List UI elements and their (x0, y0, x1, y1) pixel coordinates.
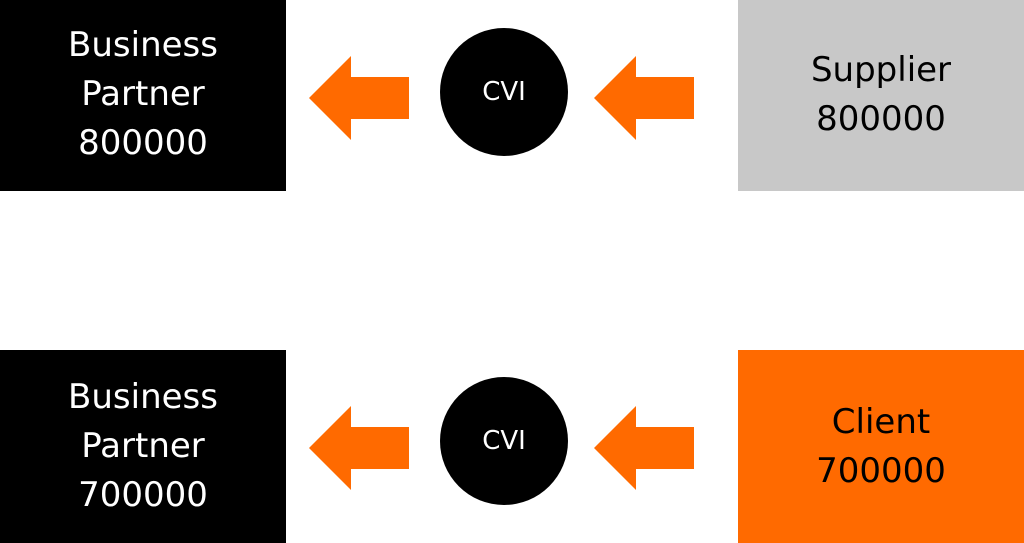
client-number: 700000 (816, 450, 946, 491)
client-label: Client (831, 401, 931, 442)
cvi-circle: CVI (440, 28, 568, 156)
business-partner-number: 800000 (78, 123, 208, 163)
arrow-left-icon (309, 56, 409, 140)
supplier-label: Supplier (810, 49, 952, 90)
supplier-number: 800000 (816, 98, 946, 139)
business-partner-box: Business Partner 700000 (0, 350, 286, 543)
arrow-left-icon (594, 56, 694, 140)
cvi-label: CVI (482, 77, 526, 107)
arrow-left-icon (594, 406, 694, 490)
business-partner-box: Business Partner 800000 (0, 0, 286, 191)
client-flow-row: Business Partner 700000 CVI Client 70000… (0, 350, 1024, 543)
cvi-label: CVI (482, 426, 526, 456)
business-partner-label-line1: Business (68, 377, 218, 417)
supplier-flow-row: Business Partner 800000 CVI Supplier 800… (0, 0, 1024, 191)
cvi-circle: CVI (440, 377, 568, 505)
business-partner-number: 700000 (78, 475, 208, 515)
business-partner-label-line2: Partner (81, 426, 205, 466)
client-box: Client 700000 (738, 350, 1024, 543)
supplier-box: Supplier 800000 (738, 0, 1024, 191)
arrow-left-icon (309, 406, 409, 490)
business-partner-label-line1: Business (68, 25, 218, 65)
business-partner-label-line2: Partner (81, 74, 205, 114)
